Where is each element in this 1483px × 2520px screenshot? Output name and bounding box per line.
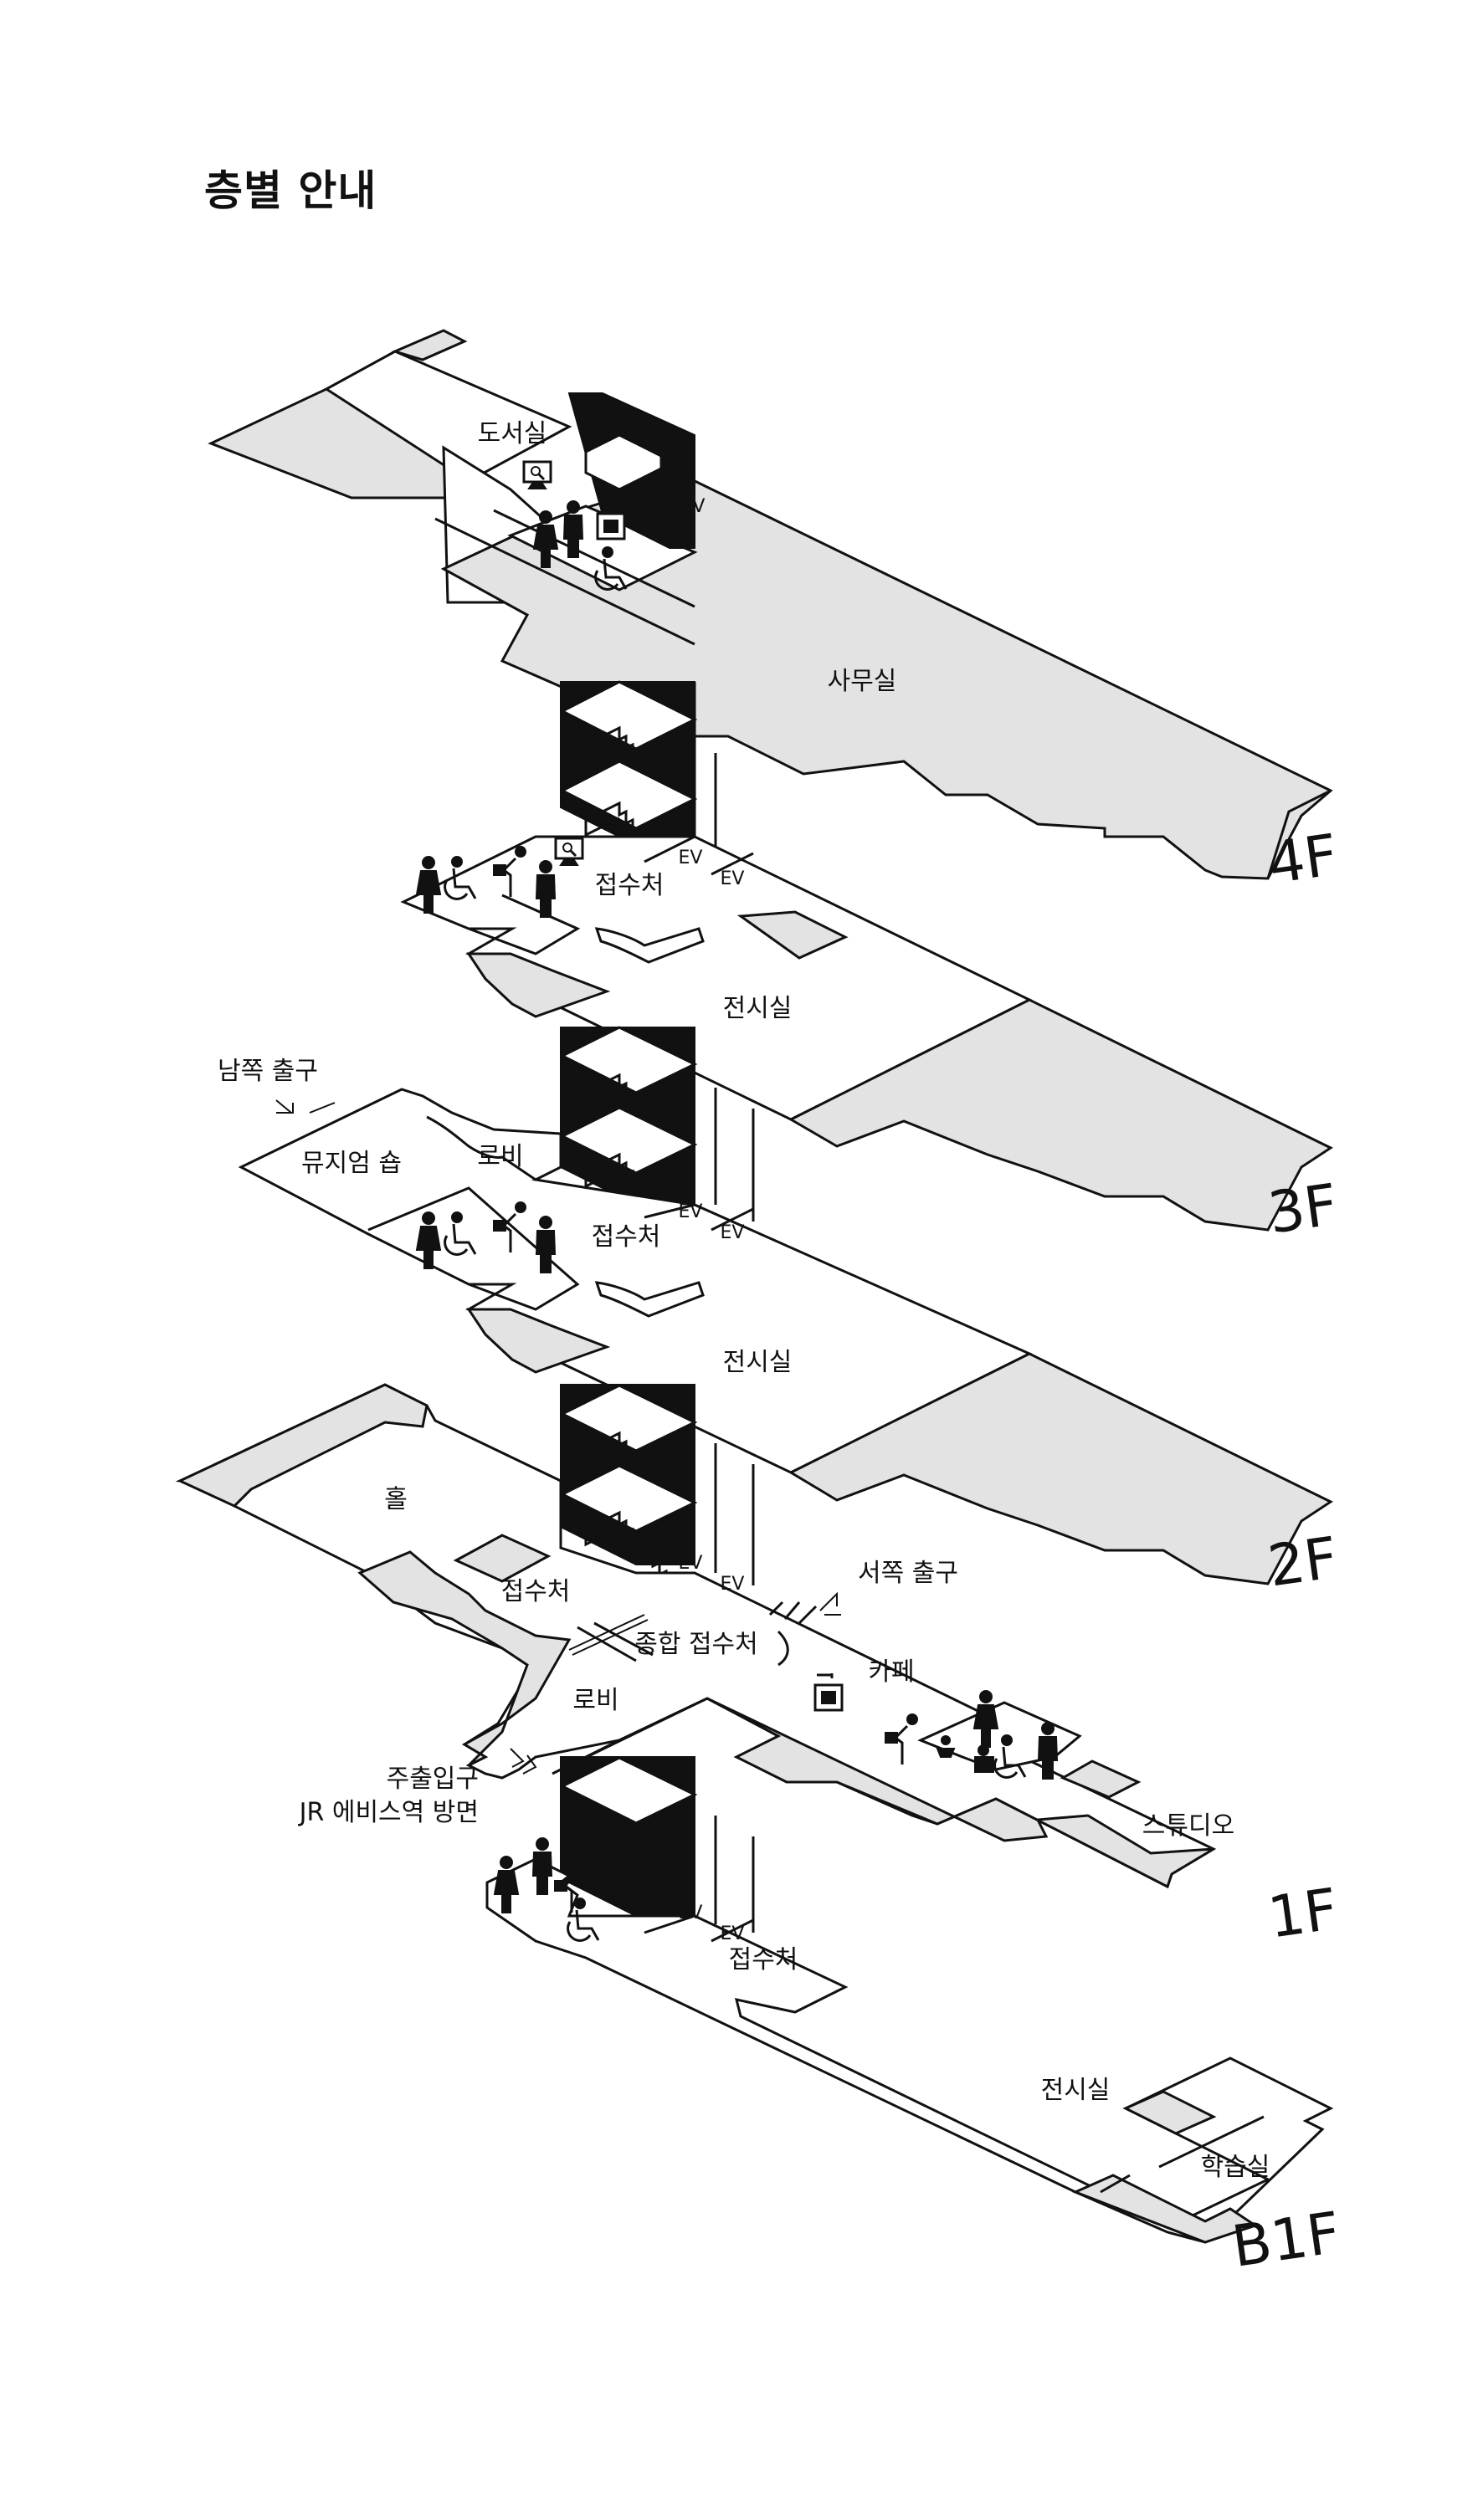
- room-learning: 학습실: [1201, 2153, 1270, 2182]
- elevator-label: EV: [679, 848, 703, 868]
- general-reception-label: 종합 접수처: [634, 1630, 758, 1659]
- elevator-label: EV: [679, 1903, 703, 1923]
- elevator-label: EV: [721, 1222, 745, 1243]
- main-entrance-label: 주출입구: [387, 1765, 479, 1794]
- elevator-label: EV: [721, 1923, 745, 1944]
- stair-core-lower: [559, 1384, 755, 1593]
- floor-label-4f: 4F: [1265, 822, 1342, 898]
- elevator-label: EV: [679, 1201, 703, 1222]
- floor-label-b1f: B1F: [1228, 2200, 1344, 2281]
- floor-label-1f: 1F: [1265, 1877, 1342, 1952]
- reception-label: 접수처: [501, 1577, 571, 1606]
- room-library: 도서실: [478, 419, 547, 448]
- floor-label-3f: 3F: [1265, 1172, 1342, 1247]
- room-exhibition: 전시실: [1041, 2076, 1111, 2105]
- room-exhibition: 전시실: [723, 994, 793, 1023]
- south-exit-label: 남쪽 출구: [218, 1057, 318, 1086]
- search-terminal-icon: [522, 460, 552, 490]
- floor-2f: 남쪽 출구 뮤지엄 숍 로비 접수처 전시실 EV EV 2F: [218, 1057, 1342, 1601]
- room-cafe: 카페: [868, 1657, 914, 1687]
- floor-b1f: 접수처 전시실 학습실 EV EV B1F: [485, 1837, 1344, 2281]
- elevator-label: EV: [721, 1574, 745, 1595]
- jr-ebisu-direction-label: JR 에비스역 방면: [298, 1798, 479, 1827]
- page-title: 층별 안내: [204, 166, 377, 215]
- room-office: 사무실: [828, 667, 897, 696]
- lobby-label: 로비: [477, 1142, 523, 1171]
- floor-4f: 도서실 사무실 EV 4F: [208, 329, 1342, 898]
- room-exhibition: 전시실: [723, 1348, 793, 1377]
- lobby-label: 로비: [572, 1686, 618, 1715]
- reception-label: 접수처: [595, 871, 665, 900]
- floor-1f: 홀 접수처 서쪽 출구 종합 접수처 카페 로비 주출입구 JR 에비스역 방면…: [175, 1383, 1342, 1952]
- room-museum-shop: 뮤지엄 숍: [301, 1149, 402, 1178]
- floor-3f: 접수처 전시실 EV EV 3F: [400, 835, 1342, 1247]
- room-hall: 홀: [384, 1485, 408, 1514]
- elevator-label: EV: [681, 496, 706, 517]
- west-exit-label: 서쪽 출구: [858, 1559, 958, 1588]
- elevator-label: EV: [679, 1553, 703, 1574]
- stair-core-middle: [559, 1026, 755, 1235]
- stair-core-basement: [559, 1756, 755, 1933]
- reception-label: 접수처: [729, 1945, 798, 1975]
- room-studio: 스튜디오: [1142, 1811, 1234, 1841]
- floor-label-2f: 2F: [1265, 1525, 1342, 1601]
- nursing-room-icon: [974, 1744, 994, 1773]
- elevator-label: EV: [721, 868, 745, 889]
- baby-changing-icon: [936, 1735, 956, 1758]
- reception-label: 접수처: [592, 1222, 661, 1252]
